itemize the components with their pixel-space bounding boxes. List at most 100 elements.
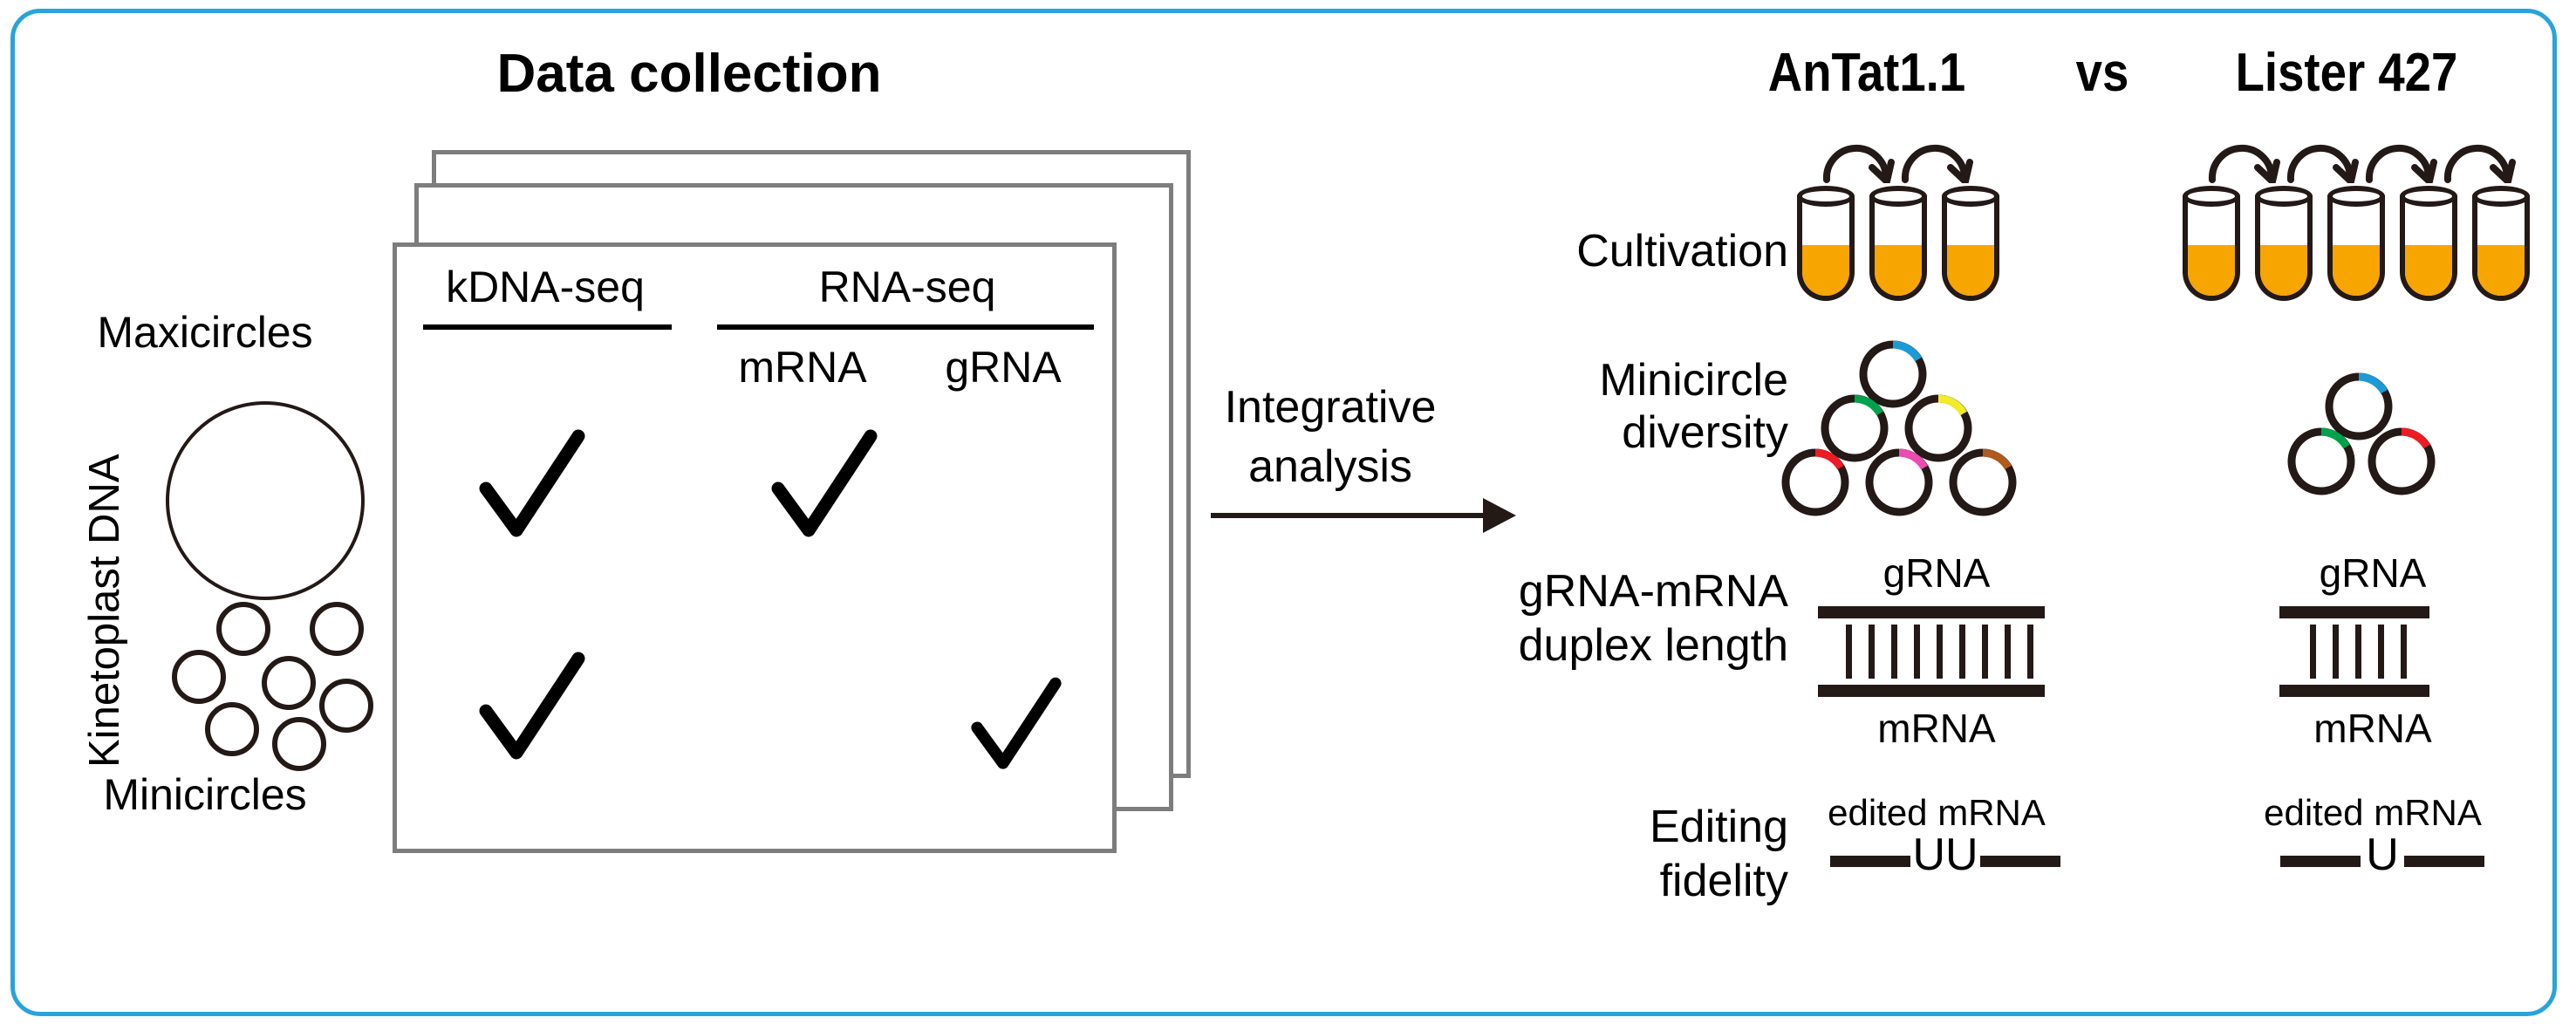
minicircle-diversity-ring — [2366, 426, 2437, 497]
minicircle-diversity-ring — [1857, 338, 1929, 410]
passage-arrow-icon — [2364, 133, 2439, 183]
tube-rim — [1942, 186, 1999, 207]
column-rule-kdna-seq — [423, 324, 672, 330]
culture-tube — [1797, 186, 1855, 301]
strain-title-left: AnTat1.1 — [1767, 43, 1966, 103]
row-label-minicircle-diversity-line1: Minicircle — [1599, 355, 1788, 406]
check-mark-icon-kdna-row1 — [475, 427, 589, 541]
duplex-tick — [2378, 625, 2384, 679]
tube-body — [1942, 195, 1999, 301]
tube-body — [1797, 195, 1855, 301]
edited-mrna-segment-left-b — [1980, 856, 2060, 867]
culture-tube — [2255, 186, 2313, 301]
duplex-tick — [1959, 625, 1965, 679]
edited-mrna-segment-right-b — [2404, 856, 2484, 867]
duplex-grna-strand-left — [1818, 606, 2045, 618]
tube-body — [2472, 195, 2530, 301]
tube-fill — [2477, 245, 2525, 296]
minicircle-diversity-ring — [2286, 426, 2357, 497]
tube-rim — [2327, 186, 2385, 207]
passage-arrow-icon — [2286, 133, 2361, 183]
minicircle-diversity-ring — [1947, 447, 2019, 518]
duplex-tick — [1846, 625, 1852, 679]
row-label-duplex-length-line1: gRNA-mRNA — [1518, 566, 1788, 617]
column-header-grna: gRNA — [945, 343, 1062, 392]
tube-fill — [2188, 245, 2235, 296]
passage-arrow-icon — [1821, 133, 1896, 183]
minicircles-label: Minicircles — [103, 770, 307, 819]
tube-body — [2400, 195, 2457, 301]
column-rule-rna-seq — [717, 324, 1094, 330]
duplex-tick — [1891, 625, 1897, 679]
tube-rim — [1869, 186, 1927, 207]
versus-label: vs — [2075, 43, 2129, 103]
culture-tube — [2183, 186, 2240, 301]
check-mark-icon-mrna-row1 — [768, 427, 881, 541]
maxicircle-ring — [166, 401, 365, 600]
tube-rim — [1797, 186, 1855, 207]
minicircle-diversity-ring — [1780, 447, 1851, 518]
culture-tube — [1942, 186, 1999, 301]
minicircle-ring — [262, 656, 316, 710]
kinetoplast-dna-axis-label: Kinetoplast DNA — [81, 454, 128, 768]
culture-tube — [2472, 186, 2530, 301]
duplex-bottom-label-left: mRNA — [1877, 706, 1996, 751]
tube-fill — [2260, 245, 2307, 296]
insertion-label-right: U — [2366, 830, 2399, 880]
minicircle-diversity-ring — [1819, 393, 1890, 464]
check-mark-icon-kdna-row2 — [475, 650, 589, 763]
arrow-shaft — [1211, 513, 1490, 518]
minicircle-diversity-ring — [1863, 447, 1935, 518]
tube-body — [2183, 195, 2240, 301]
minicircle-ring — [310, 602, 364, 656]
edited-mrna-segment-right-a — [2280, 856, 2361, 867]
strain-title-right: Lister 427 — [2235, 43, 2458, 103]
edited-mrna-caption-right: edited mRNA — [2264, 792, 2482, 833]
tube-fill — [2405, 245, 2452, 296]
duplex-tick — [2310, 625, 2316, 679]
tube-fill — [1802, 245, 1849, 296]
duplex-top-label-right: gRNA — [2319, 550, 2427, 596]
minicircle-ring — [172, 650, 226, 704]
tube-fill — [1875, 245, 1922, 296]
tube-fill — [2333, 245, 2380, 296]
duplex-tick — [1982, 625, 1988, 679]
duplex-top-label-left: gRNA — [1882, 550, 1991, 596]
duplex-tick — [2355, 625, 2361, 679]
duplex-grna-strand-right — [2279, 606, 2429, 618]
tube-body — [1869, 195, 1927, 301]
minicircle-diversity-ring — [1903, 393, 1974, 464]
minicircle-ring — [205, 702, 259, 756]
edited-mrna-caption-left: edited mRNA — [1828, 792, 2046, 833]
passage-arrow-icon — [2207, 133, 2282, 183]
passage-arrow-icon — [2443, 133, 2518, 183]
column-header-mrna: mRNA — [738, 343, 867, 392]
tube-body — [2255, 195, 2313, 301]
row-label-editing-fidelity-line2: fidelity — [1659, 856, 1788, 906]
tube-body — [2327, 195, 2385, 301]
minicircle-ring — [216, 602, 270, 656]
row-label-minicircle-diversity-line2: diversity — [1622, 407, 1788, 458]
row-label-editing-fidelity-line1: Editing — [1650, 802, 1788, 852]
duplex-tick — [1937, 625, 1943, 679]
arrow-label-line2: analysis — [1248, 441, 1412, 492]
column-header-rna-seq: RNA-seq — [818, 263, 996, 311]
tube-fill — [1947, 245, 1994, 296]
minicircle-ring — [319, 679, 373, 733]
tube-rim — [2255, 186, 2313, 207]
duplex-bottom-label-right: mRNA — [2313, 706, 2432, 751]
check-mark-icon-grna-row2 — [968, 676, 1064, 772]
duplex-tick — [2005, 625, 2011, 679]
duplex-tick — [2333, 625, 2339, 679]
tube-rim — [2472, 186, 2530, 207]
row-label-cultivation: Cultivation — [1576, 226, 1788, 277]
insertion-label-left: UU — [1912, 830, 1978, 880]
passage-arrow-icon — [1900, 133, 1975, 183]
culture-tube — [2327, 186, 2385, 301]
duplex-mrna-strand-right — [2279, 685, 2429, 697]
tube-rim — [2400, 186, 2457, 207]
minicircle-ring — [272, 717, 326, 771]
minicircle-diversity-ring — [2323, 371, 2395, 442]
maxicircles-label: Maxicircles — [97, 308, 313, 357]
